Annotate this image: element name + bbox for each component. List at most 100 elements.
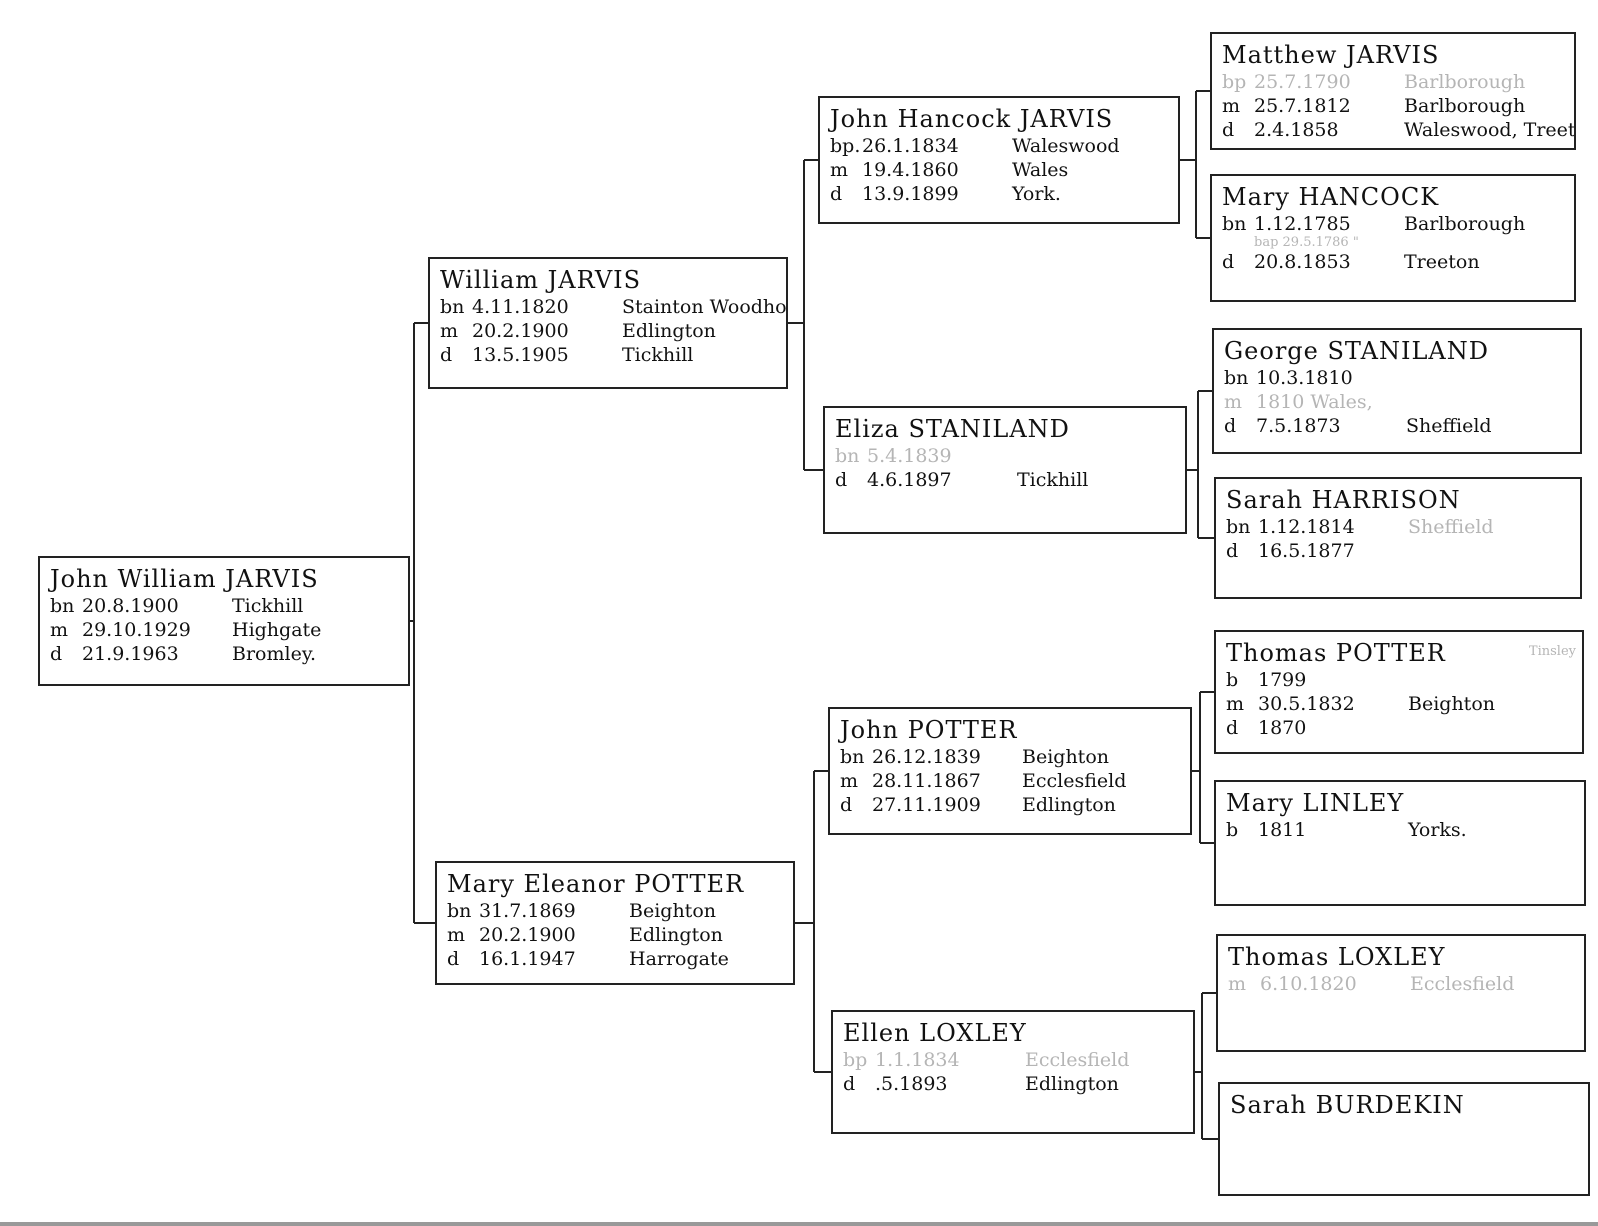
event-row: bn 1.12.1785 Barlborough bap 29.5.1786 ": [1222, 212, 1564, 250]
event-date: 1810 Wales,: [1256, 391, 1373, 413]
event-type: b: [1226, 819, 1239, 841]
event-place: Sheffield: [1408, 516, 1494, 538]
event-type: bn: [840, 746, 865, 768]
event-type: bp: [1222, 71, 1247, 93]
event-type: d: [1222, 119, 1235, 141]
person-box-sarah-burdekin: Sarah BURDEKIN: [1218, 1082, 1590, 1196]
event-place: Ecclesfield: [1025, 1049, 1130, 1071]
person-name: George STANILAND: [1224, 337, 1489, 365]
event-date: 1.12.1785: [1254, 213, 1351, 235]
event-type: bn: [50, 595, 75, 617]
event-type: m: [830, 159, 849, 181]
event-place: Barlborough: [1404, 213, 1526, 235]
event-place: Wales: [1012, 159, 1069, 181]
event-type: bn: [447, 900, 472, 922]
event-type: m: [440, 320, 459, 342]
event-date: 25.7.1812: [1254, 95, 1351, 117]
person-name: Eliza STANILAND: [835, 415, 1070, 443]
event-type: bp.: [830, 135, 861, 157]
event-date: 1.12.1814: [1258, 516, 1355, 538]
event-place: York.: [1012, 183, 1061, 205]
event-row: d 16.5.1877: [1226, 539, 1570, 563]
event-type: d: [830, 183, 843, 205]
event-date: 16.5.1877: [1258, 540, 1355, 562]
person-name: Thomas POTTER: [1226, 639, 1446, 667]
event-type: bn: [1222, 213, 1247, 235]
event-type: d: [440, 344, 453, 366]
event-type: bp: [843, 1049, 868, 1071]
event-type: d: [447, 948, 460, 970]
event-date: 28.11.1867: [872, 770, 981, 792]
person-name: William JARVIS: [440, 266, 642, 294]
event-date: 4.6.1897: [867, 469, 952, 491]
event-row: d 13.9.1899 York.: [830, 182, 1168, 206]
person-name: Sarah BURDEKIN: [1230, 1091, 1465, 1119]
event-subnote: bap 29.5.1786 ": [1254, 235, 1359, 250]
event-place: Edlington: [1022, 794, 1116, 816]
event-date: 30.5.1832: [1258, 693, 1355, 715]
event-date: 31.7.1869: [479, 900, 576, 922]
event-place: Stainton Woodhouse: [622, 296, 787, 318]
event-date: 1799: [1258, 669, 1307, 691]
event-place: Tickhill: [622, 344, 694, 366]
event-date: 13.9.1899: [862, 183, 959, 205]
event-type: d: [1226, 540, 1239, 562]
event-type: m: [1222, 95, 1241, 117]
event-place: Barlborough: [1404, 95, 1526, 117]
event-place: Yorks.: [1408, 819, 1467, 841]
event-date: 10.3.1810: [1256, 367, 1353, 389]
event-date: 2.4.1858: [1254, 119, 1339, 141]
person-name: John William JARVIS: [50, 565, 319, 593]
event-date: 1870: [1258, 717, 1307, 739]
event-date: 21.9.1963: [82, 643, 179, 665]
event-row: m 25.7.1812 Barlborough: [1222, 94, 1564, 118]
event-date: 4.11.1820: [472, 296, 569, 318]
event-place: Tickhill: [232, 595, 304, 617]
event-date: 19.4.1860: [862, 159, 959, 181]
event-type: m: [1224, 391, 1243, 413]
event-type: bn: [1226, 516, 1251, 538]
event-date: 6.10.1820: [1260, 973, 1357, 995]
event-date: 25.7.1790: [1254, 71, 1351, 93]
event-place: Barlborough: [1404, 71, 1526, 93]
event-place: Ecclesfield: [1022, 770, 1127, 792]
person-name: Thomas LOXLEY: [1228, 943, 1446, 971]
marginal-note: Tinsley: [1528, 644, 1576, 659]
event-place: Sheffield: [1406, 415, 1492, 437]
event-place: Waleswood, Treeton: [1404, 119, 1576, 141]
person-name: John Hancock JARVIS: [830, 105, 1114, 133]
event-place: Tickhill: [1017, 469, 1089, 491]
event-type: m: [1226, 693, 1245, 715]
person-name: Mary Eleanor POTTER: [447, 870, 745, 898]
person-name: Ellen LOXLEY: [843, 1019, 1027, 1047]
event-place: Harrogate: [629, 948, 729, 970]
event-type: m: [840, 770, 859, 792]
event-type: bn: [440, 296, 465, 318]
event-type: m: [447, 924, 466, 946]
event-type: d: [843, 1073, 856, 1095]
